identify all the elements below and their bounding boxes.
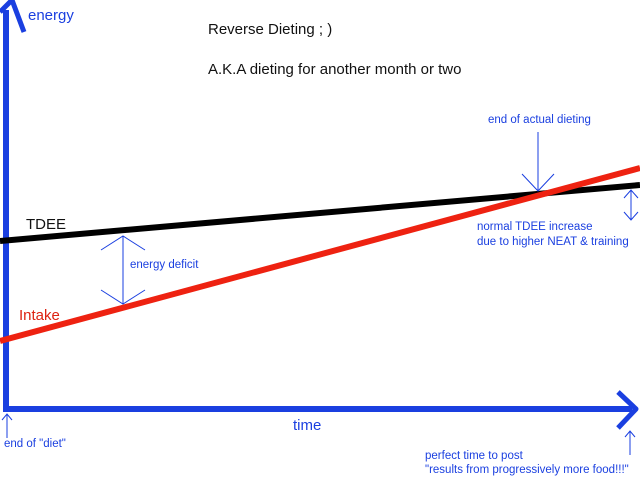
y-axis-label: energy xyxy=(28,7,74,24)
end-of-dieting-note: end of actual dieting xyxy=(488,114,591,126)
tdee-increase-arrow xyxy=(623,189,639,221)
end-of-diet-arrow xyxy=(1,413,13,438)
diagram-subtitle: A.K.A dieting for another month or two xyxy=(208,61,462,78)
post-time-note-line1: perfect time to post xyxy=(425,450,523,462)
end-of-diet-note: end of "diet" xyxy=(4,438,66,450)
intake-line xyxy=(0,165,640,344)
post-time-note-line2: "results from progressively more food!!!… xyxy=(425,464,629,476)
tdee-label: TDEE xyxy=(26,216,67,233)
end-of-dieting-arrow xyxy=(521,132,555,192)
tdee-increase-note-line2: due to higher NEAT & training xyxy=(477,236,629,248)
energy-deficit-note: energy deficit xyxy=(130,259,199,271)
energy-deficit-arrow xyxy=(100,235,146,305)
y-axis-arrowhead xyxy=(0,0,27,33)
tdee-increase-note-line1: normal TDEE increase xyxy=(477,221,593,233)
post-time-arrow xyxy=(624,430,636,455)
x-axis-label: time xyxy=(293,417,322,434)
diagram-title: Reverse Dieting ; ) xyxy=(208,21,333,38)
x-axis-arrowhead xyxy=(616,390,639,430)
intake-label: Intake xyxy=(19,307,60,324)
